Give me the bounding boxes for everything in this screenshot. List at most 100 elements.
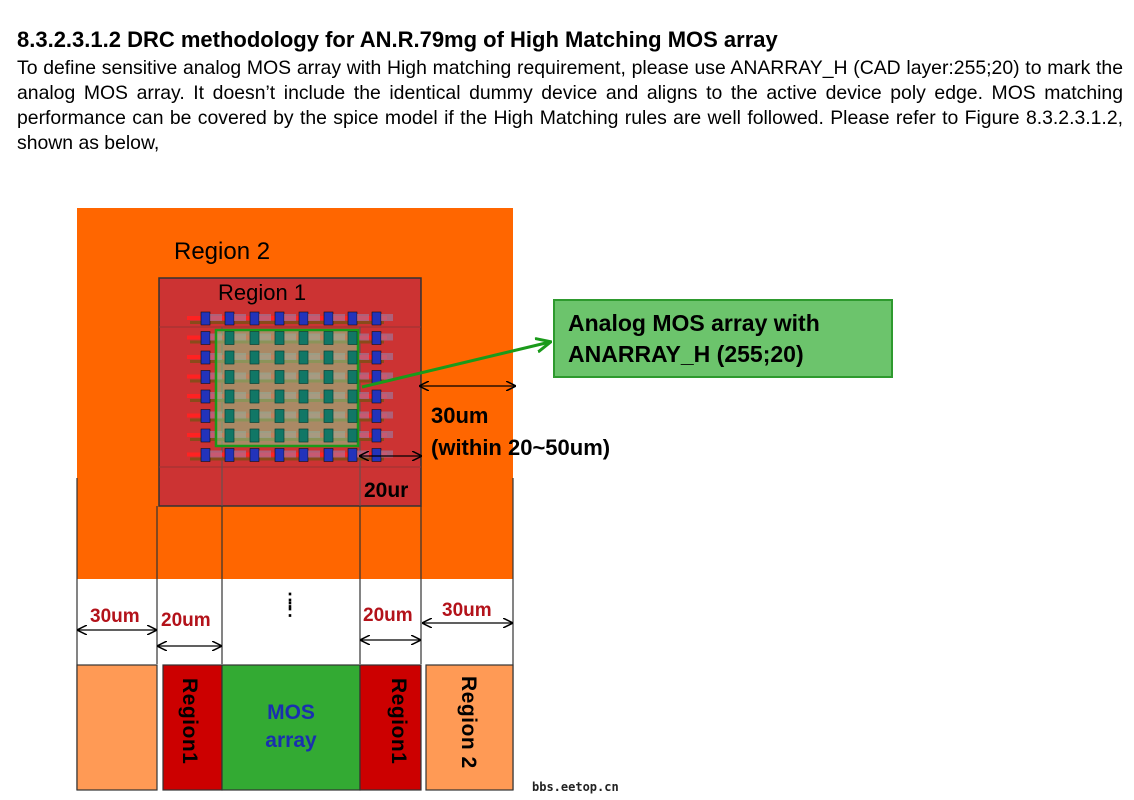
channel [381, 392, 393, 399]
channel [381, 411, 393, 419]
bottom-dim-left-20um: 20um [161, 610, 211, 631]
bottom-dim-right-30um: 30um [442, 600, 492, 621]
dummy-device [274, 311, 285, 326]
callout-line-1: Analog MOS array with [568, 310, 820, 336]
bottom-dim-left-30um: 30um [90, 606, 140, 627]
outer-spacing-range: (within 20~50um) [431, 435, 611, 460]
anarray-h-marker [214, 328, 360, 448]
channel [357, 431, 369, 438]
anarray-callout-box: Analog MOS array with ANARRAY_H (255;20) [553, 299, 893, 378]
active-device [323, 409, 334, 423]
active-device [249, 350, 260, 365]
active-device [224, 389, 235, 404]
dummy-device [200, 370, 211, 384]
ellipsis-indicator: ⋮⋮ [281, 590, 299, 619]
dummy-device [200, 409, 211, 423]
active-device [224, 370, 235, 384]
channel [357, 314, 369, 321]
dummy-device [347, 448, 358, 462]
active-device [323, 370, 334, 384]
dummy-device [371, 350, 382, 365]
active-device [274, 370, 285, 384]
active-device [224, 409, 235, 423]
bottom-region1-left-label: Region1 [178, 678, 201, 765]
watermark: bbs.eetop.cn [532, 780, 619, 794]
active-device [274, 389, 285, 404]
channel [210, 314, 222, 321]
active-device [249, 331, 260, 345]
callout-pointer-arrow [361, 342, 550, 389]
bottom-dim-right-20um: 20um [363, 605, 413, 626]
dummy-device [224, 311, 235, 326]
active-device [347, 370, 358, 384]
active-device [298, 370, 309, 384]
dummy-device [200, 350, 211, 365]
region1-label: Region 1 [218, 280, 307, 305]
bottom-region1-right-block [359, 664, 422, 791]
dummy-device [347, 311, 358, 326]
channel [333, 450, 345, 458]
bottom-region1-left-block [162, 664, 223, 791]
dummy-device [371, 448, 382, 462]
channel [381, 431, 393, 438]
channel [357, 392, 369, 399]
active-device [274, 331, 285, 345]
dummy-device [371, 428, 382, 443]
dummy-device [371, 331, 382, 345]
active-device [298, 428, 309, 443]
active-device [347, 428, 358, 443]
diffusion-line [190, 321, 384, 324]
dummy-device [249, 311, 260, 326]
active-device [249, 409, 260, 423]
active-device [298, 389, 309, 404]
active-device [274, 409, 285, 423]
description-paragraph: To define sensitive analog MOS array wit… [17, 57, 1123, 154]
active-device [347, 409, 358, 423]
dummy-device [200, 331, 211, 345]
channel [308, 450, 320, 458]
dummy-device [200, 311, 211, 326]
channel [210, 450, 222, 458]
active-device [347, 389, 358, 404]
callout-line-2: ANARRAY_H (255;20) [568, 341, 804, 367]
active-device [224, 428, 235, 443]
channel [333, 314, 345, 321]
active-device [249, 370, 260, 384]
channel [234, 450, 246, 458]
channel [357, 372, 369, 380]
active-device [224, 331, 235, 345]
bottom-mos-block [221, 664, 361, 791]
region2-label: Region 2 [174, 238, 271, 265]
channel [284, 314, 296, 321]
channel [259, 314, 271, 321]
outer-spacing-value: 30um [431, 403, 489, 428]
channel [381, 333, 393, 341]
active-device [249, 389, 260, 404]
mos-label-line-1: MOS [267, 701, 315, 724]
dummy-device [298, 311, 309, 326]
dummy-device [200, 428, 211, 443]
channel [357, 353, 369, 360]
active-device [298, 409, 309, 423]
active-device [347, 331, 358, 345]
active-device [323, 428, 334, 443]
channel [381, 353, 393, 360]
active-device [274, 350, 285, 365]
diffusion-line [190, 457, 384, 461]
inner-spacing-dimension: 20ur [364, 479, 409, 502]
dummy-device [323, 311, 334, 326]
dummy-device [249, 448, 260, 462]
dummy-device [200, 389, 211, 404]
section-heading: 8.3.2.3.1.2 DRC methodology for AN.R.79m… [17, 27, 778, 52]
dummy-device [224, 448, 235, 462]
channel [381, 314, 393, 321]
active-device [323, 350, 334, 365]
active-device [249, 428, 260, 443]
active-device [298, 331, 309, 345]
dummy-device [371, 311, 382, 326]
channel [234, 314, 246, 321]
channel [259, 450, 271, 458]
channel [308, 314, 320, 321]
active-device [274, 428, 285, 443]
